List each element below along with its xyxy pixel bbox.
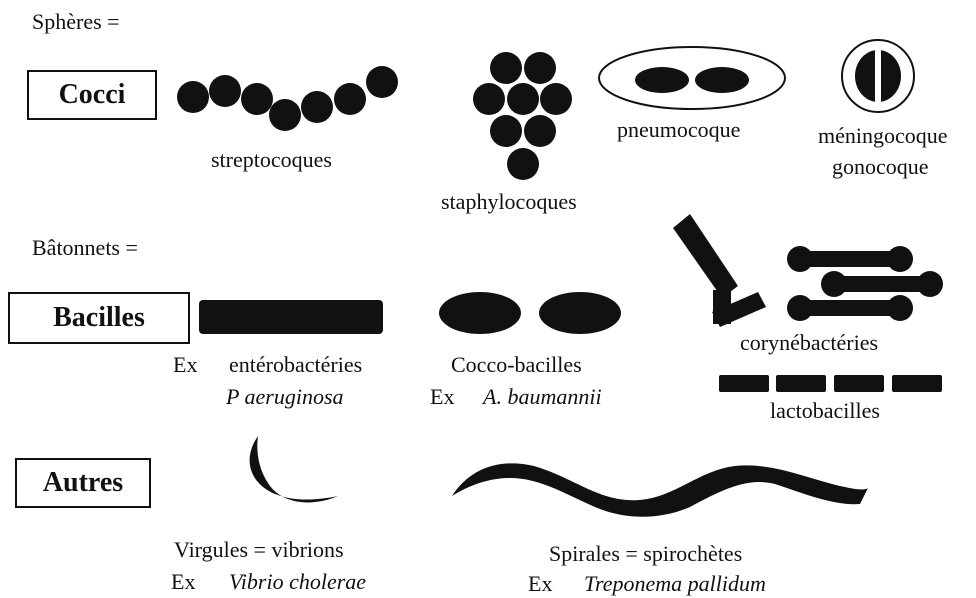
- corynebacteria-icon: [673, 214, 943, 327]
- streptococci-chain-icon: [177, 66, 398, 131]
- enterobacteria-rod-icon: [199, 300, 383, 334]
- spheres-heading: Sphères =: [32, 10, 120, 34]
- vibrio-label: Virgules = vibrions: [174, 538, 344, 562]
- staphylococci-label: staphylocoques: [441, 190, 577, 214]
- rods-heading: Bâtonnets =: [32, 236, 138, 260]
- example-prefix-4: Ex: [528, 572, 552, 596]
- vibrio-comma-icon: [250, 436, 338, 502]
- treponema-pallidum-label: Treponema pallidum: [584, 572, 766, 596]
- meningococcus-icon: [842, 40, 914, 112]
- corynebacteria-label: corynébactéries: [740, 331, 878, 355]
- gonococcus-label: gonocoque: [832, 155, 929, 179]
- lactobacilli-label: lactobacilles: [770, 399, 880, 423]
- example-prefix-2: Ex: [430, 385, 454, 409]
- pneumococcus-label: pneumocoque: [617, 118, 740, 142]
- coccobacilli-label: Cocco-bacilles: [451, 353, 582, 377]
- a-baumannii-label: A. baumannii: [483, 385, 602, 409]
- spirochete-label: Spirales = spirochètes: [549, 542, 742, 566]
- pneumococcus-icon: [599, 47, 785, 109]
- streptococci-label: streptocoques: [211, 148, 332, 172]
- meningococcus-label: méningocoque: [818, 124, 948, 148]
- cocci-label: Cocci: [27, 70, 157, 120]
- staphylococci-cluster-icon: [473, 52, 572, 180]
- example-prefix-1: Ex: [173, 353, 197, 377]
- bacilles-label: Bacilles: [8, 292, 190, 344]
- enterobacteria-label: entérobactéries: [229, 353, 362, 377]
- coccobacilli-icon: [439, 292, 621, 334]
- vibrio-cholerae-label: Vibrio cholerae: [229, 570, 366, 594]
- p-aeruginosa-label: P aeruginosa: [226, 385, 344, 409]
- example-prefix-3: Ex: [171, 570, 195, 594]
- autres-label: Autres: [15, 458, 151, 508]
- lactobacilli-icon: [719, 375, 942, 392]
- spirochete-wave-icon: [452, 463, 868, 516]
